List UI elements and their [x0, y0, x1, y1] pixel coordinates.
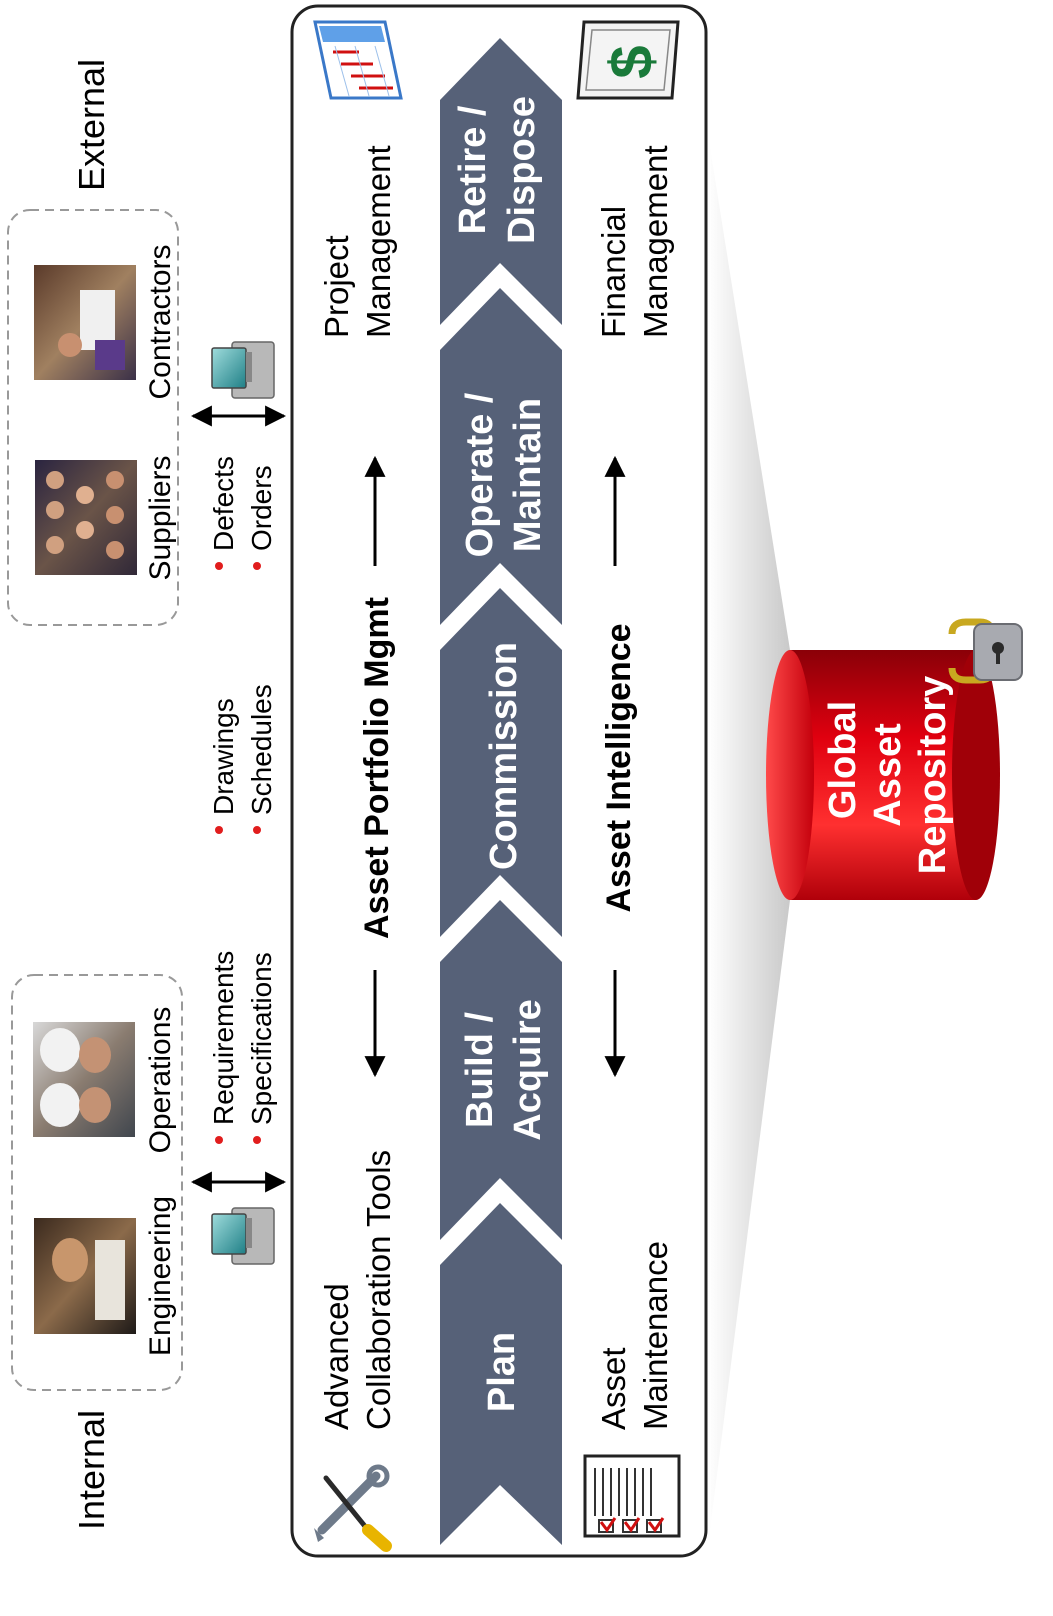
bullet	[253, 1136, 261, 1144]
engineering-photo	[34, 1218, 136, 1334]
exchange-item: Schedules	[246, 684, 277, 815]
gantt-chart-icon	[313, 20, 403, 100]
asset-maintenance-label: Maintenance	[637, 1241, 674, 1430]
stage-label: Retire /	[452, 105, 494, 234]
stage-label: Build /	[459, 1012, 501, 1129]
bullet	[215, 826, 223, 834]
exchange-item: Drawings	[208, 698, 239, 815]
project-management-label: Project	[318, 235, 355, 338]
stage-label: Commission	[483, 642, 525, 870]
contractors-photo	[34, 265, 136, 380]
stage-label: Operate /	[459, 392, 501, 557]
exchange-group-c: Defects Orders	[208, 456, 277, 570]
external-group-box	[7, 209, 179, 626]
bullet	[253, 826, 261, 834]
collaboration-tools-label: Collaboration Tools	[360, 1150, 397, 1430]
exchange-group-a: Requirements Specifications	[208, 951, 277, 1144]
lifecycle-stage-build	[440, 900, 562, 1240]
repository-label: Repository	[912, 676, 954, 874]
exchange-item: Defects	[208, 456, 239, 551]
internal-group-box	[11, 974, 183, 1391]
global-asset-repository: Global Asset Repository	[766, 650, 1000, 900]
engineering-label: Engineering	[144, 1196, 177, 1356]
bullet	[215, 1136, 223, 1144]
exchange-group-b: Drawings Schedules	[208, 684, 277, 834]
external-label: External	[71, 59, 112, 191]
collaboration-tools-label: Advanced	[318, 1283, 355, 1430]
financial-management-label: Management	[637, 145, 674, 338]
bullet	[215, 562, 223, 570]
lifecycle-stage-commission	[440, 588, 562, 937]
repository-label: Asset	[867, 723, 909, 827]
tools-icon	[314, 1464, 392, 1552]
stage-label: Dispose	[501, 96, 543, 244]
exchange-item: Requirements	[208, 951, 239, 1125]
dollar-bill-icon: $	[576, 20, 680, 100]
operations-label: Operations	[144, 1007, 177, 1154]
asset-portfolio-band-label: Asset Portfolio Mgmt	[358, 597, 396, 939]
asset-intelligence-band-label: Asset Intelligence	[600, 623, 638, 912]
exchange-item: Specifications	[246, 952, 277, 1125]
contractors-label: Contractors	[144, 244, 177, 399]
exchange-item: Orders	[246, 465, 277, 551]
financial-management-label: Financial	[595, 206, 632, 338]
repository-label: Global	[822, 701, 864, 819]
lifecycle-stage-plan	[440, 1203, 562, 1545]
operations-photo	[33, 1022, 135, 1137]
stage-label: Plan	[481, 1332, 523, 1412]
asset-maintenance-label: Asset	[595, 1347, 632, 1430]
repository-cone	[708, 135, 790, 1545]
project-management-label: Management	[360, 145, 397, 338]
internal-label: Internal	[71, 1410, 112, 1530]
computer-icon	[211, 341, 275, 399]
stage-label: Maintain	[507, 398, 549, 552]
suppliers-label: Suppliers	[144, 455, 177, 580]
suppliers-photo	[35, 460, 137, 575]
checklist-icon	[583, 1454, 681, 1538]
bullet	[253, 562, 261, 570]
svg-text:$: $	[598, 45, 665, 78]
stage-label: Acquire	[507, 999, 549, 1140]
lifecycle-stage-retire	[440, 38, 562, 325]
padlock-icon	[948, 618, 1023, 684]
lifecycle-stage-operate	[440, 288, 562, 625]
computer-icon	[211, 1207, 275, 1265]
